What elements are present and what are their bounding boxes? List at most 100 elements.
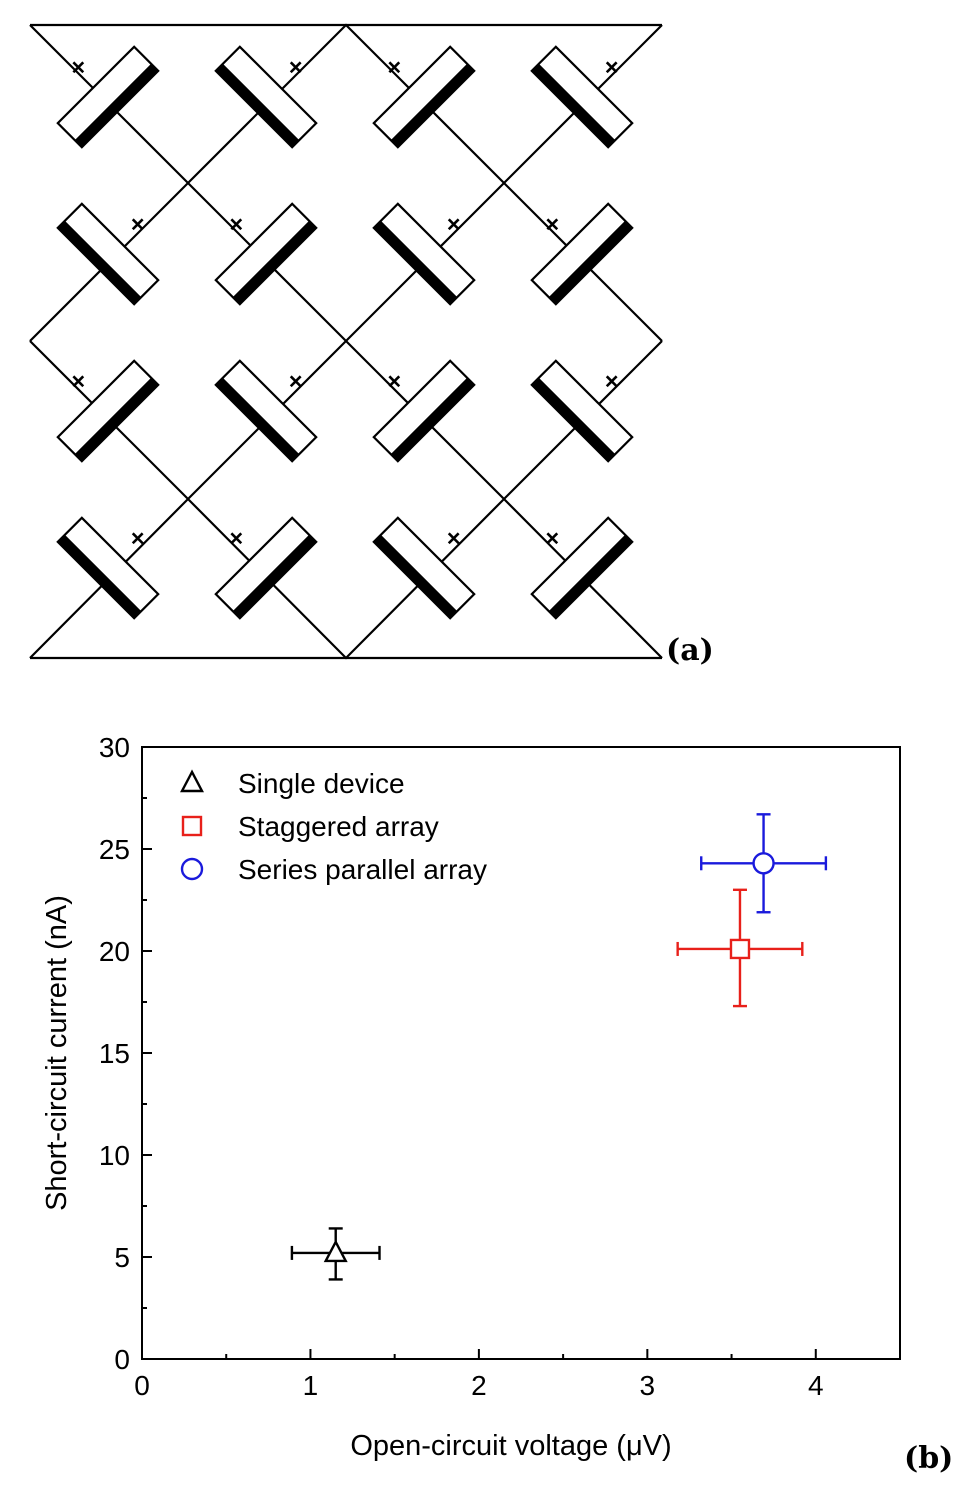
panel-label-b: (b)	[904, 1441, 953, 1476]
data-point-square	[729, 938, 751, 960]
legend-marker-triangle	[180, 769, 204, 793]
y-tick-label: 25	[99, 834, 130, 865]
device-body	[56, 516, 160, 620]
thermoelectric-device	[372, 359, 476, 463]
device-electrode-band	[373, 534, 458, 619]
x-tick-label: 0	[134, 1370, 150, 1401]
plus-mark-v	[605, 375, 618, 388]
legend-item: Series parallel array	[180, 854, 487, 885]
x-axis-title: Open-circuit voltage (μV)	[350, 1430, 671, 1462]
plus-mark-v	[447, 218, 460, 231]
y-tick-label: 20	[99, 936, 130, 967]
device-electrode-band	[74, 377, 159, 462]
plus-mark-v	[72, 61, 85, 74]
thermoelectric-device	[372, 45, 476, 149]
plus-mark-v	[289, 61, 302, 74]
device-electrode-band	[531, 63, 616, 148]
plus-terminal-icon	[388, 61, 401, 74]
device-electrode-band	[232, 220, 317, 305]
plus-terminal-icon	[131, 532, 144, 545]
bottom-zigzag-wire	[29, 497, 663, 660]
plus-terminal-icon	[605, 375, 618, 388]
device-body	[214, 45, 318, 149]
device-body	[530, 359, 634, 463]
thermoelectric-device	[214, 516, 318, 620]
x-axis-ticks: 0 1 2 3 4	[134, 1349, 824, 1401]
data-point-triangle	[323, 1239, 348, 1263]
plus-mark-v	[289, 375, 302, 388]
lower-zigzag-wire	[29, 339, 663, 501]
plus-mark-v	[131, 532, 144, 545]
legend-label: Series parallel array	[238, 854, 487, 885]
plus-terminal-icon	[447, 532, 460, 545]
y-tick-label: 10	[99, 1140, 130, 1171]
top-zigzag-wire	[29, 23, 663, 185]
device-body	[530, 45, 634, 149]
thermoelectric-device	[56, 359, 160, 463]
legend-marker-circle	[180, 857, 204, 881]
thermoelectric-device	[530, 45, 634, 149]
plus-mark-v	[546, 532, 559, 545]
thermoelectric-device	[214, 202, 318, 306]
plus-mark-v	[388, 61, 401, 74]
device-body	[214, 202, 318, 306]
thermoelectric-device	[372, 202, 476, 306]
plus-terminal-icon	[546, 218, 559, 231]
series-triangle	[290, 1227, 381, 1281]
x-tick-label: 2	[471, 1370, 487, 1401]
device-body	[56, 45, 160, 149]
plus-mark-v	[447, 532, 460, 545]
device-body	[56, 359, 160, 463]
plus-terminal-icon	[605, 61, 618, 74]
thermoelectric-device	[372, 516, 476, 620]
device-electrode-band	[74, 63, 159, 148]
legend-marker-square	[181, 815, 203, 837]
y-axis-title: Short-circuit current (nA)	[41, 895, 73, 1211]
panel-label-a: (a)	[666, 633, 714, 668]
plus-mark-v	[131, 218, 144, 231]
plus-terminal-icon	[131, 218, 144, 231]
device-body	[530, 516, 634, 620]
device-body	[56, 202, 160, 306]
thermoelectric-device	[56, 516, 160, 620]
device-body	[372, 202, 476, 306]
device-electrode-band	[531, 377, 616, 462]
y-tick-label: 0	[114, 1344, 130, 1375]
thermoelectric-device	[530, 516, 634, 620]
y-tick-label: 30	[99, 732, 130, 763]
thermoelectric-device	[530, 359, 634, 463]
x-tick-label: 1	[303, 1370, 319, 1401]
plus-mark-v	[546, 218, 559, 231]
plus-terminal-icon	[289, 375, 302, 388]
plus-terminal-icon	[546, 532, 559, 545]
device-electrode-band	[215, 63, 300, 148]
device-electrode-band	[548, 220, 633, 305]
plus-terminal-icon	[289, 61, 302, 74]
legend-item: Staggered array	[181, 811, 439, 842]
device-body	[372, 359, 476, 463]
device-body	[214, 516, 318, 620]
plus-terminal-icon	[72, 61, 85, 74]
x-tick-label: 4	[808, 1370, 824, 1401]
plus-mark-v	[605, 61, 618, 74]
plus-mark-v	[72, 375, 85, 388]
thermoelectric-device	[214, 359, 318, 463]
series-circle	[700, 813, 828, 914]
data-point-circle	[752, 852, 775, 875]
plus-mark-v	[230, 532, 243, 545]
thermoelectric-device	[56, 45, 160, 149]
legend-label: Single device	[238, 768, 405, 799]
device-electrode-band	[390, 63, 475, 148]
device-electrode-band	[215, 377, 300, 462]
plus-terminal-icon	[230, 218, 243, 231]
device-body	[530, 202, 634, 306]
device-electrode-band	[232, 534, 317, 619]
x-tick-label: 3	[640, 1370, 656, 1401]
device-body	[372, 45, 476, 149]
legend-label: Staggered array	[238, 811, 439, 842]
data-series	[290, 813, 828, 1281]
device-electrode-band	[373, 220, 458, 305]
